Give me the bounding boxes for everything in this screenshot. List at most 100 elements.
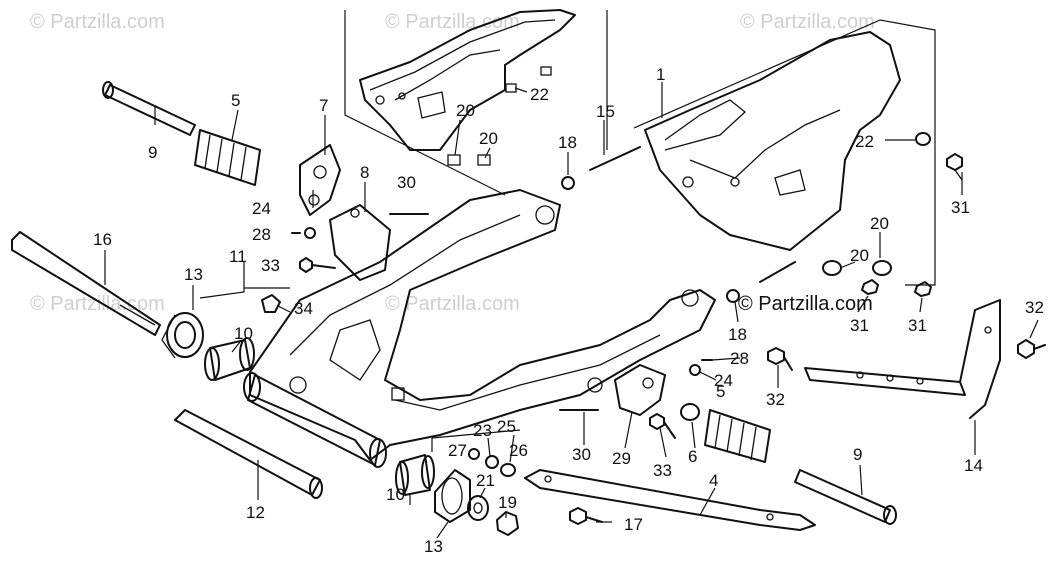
callout-13-upper: 13	[184, 265, 203, 284]
bracket-7	[299, 144, 341, 216]
callout-24-lower: 24	[714, 371, 733, 390]
nut-21	[467, 495, 489, 521]
callout-13-lower: 13	[424, 537, 443, 556]
bushing-10-lower	[395, 454, 435, 496]
callout-24-upper: 24	[252, 199, 271, 218]
callout-31-mid: 31	[850, 316, 869, 335]
watermark-top-right: © Partzilla.com	[740, 11, 875, 33]
footpeg-rubber-5-upper	[194, 129, 261, 186]
callout-31-top: 31	[951, 198, 970, 217]
callout-7: 7	[319, 96, 328, 115]
leader-lines	[104, 82, 1039, 539]
watermark-mid-left: © Partzilla.com	[30, 293, 165, 315]
callout-30-lower: 30	[572, 445, 591, 464]
washer-24-lower	[689, 364, 701, 376]
callout-25: 25	[497, 417, 516, 436]
callout-20-a: 20	[456, 101, 475, 120]
chain-case-group-box-r	[633, 19, 936, 286]
callout-12: 12	[246, 503, 265, 522]
footpeg-rubber-5-lower	[704, 409, 771, 463]
callout-33-upper: 33	[261, 256, 280, 275]
bolt-32-right	[1017, 339, 1046, 359]
bushing-10-upper	[204, 337, 255, 381]
bolts-31-lower	[861, 279, 932, 297]
washer-26	[500, 463, 516, 477]
callout-29: 29	[612, 449, 631, 468]
callout-20-c: 20	[870, 214, 889, 233]
nut-27	[468, 448, 480, 460]
bolt-17	[569, 507, 603, 525]
bracket-29	[614, 364, 666, 416]
pivot-tube	[243, 372, 387, 468]
callout-27: 27	[448, 441, 467, 460]
callout-9-lower: 9	[853, 445, 862, 464]
washer-22-right	[915, 132, 931, 146]
callout-32-left: 32	[766, 390, 785, 409]
callout-28-upper: 28	[252, 225, 271, 244]
callout-21: 21	[476, 471, 495, 490]
callout-19: 19	[498, 493, 517, 512]
washer-24-upper	[304, 227, 316, 239]
pivot-shaft-12	[174, 409, 323, 499]
small-nuts-upper	[447, 66, 552, 166]
callout-1: 1	[656, 65, 665, 84]
callout-22-right: 22	[855, 132, 874, 151]
footpeg-bar-9-upper	[102, 81, 196, 136]
callout-6: 6	[688, 447, 697, 466]
brace-4	[524, 469, 816, 531]
watermark-top-center: © Partzilla.com	[385, 11, 520, 33]
chain-case-group-box-left	[344, 10, 506, 196]
washer-18-lower	[726, 289, 740, 303]
swingarm	[249, 189, 716, 461]
fitting-34	[261, 294, 281, 313]
callout-18-upper: 18	[558, 133, 577, 152]
callout-17: 17	[624, 515, 643, 534]
watermark-mid-right: © Partzilla.com	[738, 293, 873, 315]
seal-13-upper	[161, 312, 204, 359]
callout-5-upper: 5	[231, 91, 240, 110]
bracket-8	[329, 204, 391, 281]
bolt-33-upper	[299, 257, 336, 273]
callout-20-d: 20	[850, 246, 869, 265]
axle-bolt-16	[11, 231, 161, 336]
callout-23: 23	[473, 421, 492, 440]
callout-28-lower: 28	[730, 349, 749, 368]
bolt-32-left	[767, 347, 793, 371]
callout-10-lower: 10	[386, 485, 405, 504]
callout-18-lower: 18	[728, 325, 747, 344]
chain-case	[644, 31, 901, 251]
callout-31-right: 31	[908, 316, 927, 335]
watermark-mid-center: © Partzilla.com	[385, 293, 520, 315]
callout-4: 4	[709, 471, 718, 490]
callout-30-upper: 30	[397, 173, 416, 192]
bolt-33-lower	[649, 413, 676, 439]
watermark-top-left: © Partzilla.com	[30, 11, 165, 33]
washer-23	[485, 455, 499, 469]
callouts: 1 4 5 5 6 7 8 9 9 10 10 11 12 13 13 14 1…	[93, 65, 1044, 556]
upper-chain-case	[359, 9, 576, 151]
bolt-31-top	[946, 153, 963, 181]
callout-34: 34	[294, 299, 313, 318]
washer-6	[680, 403, 700, 421]
screw-15-lower	[759, 261, 796, 283]
callout-33-lower: 33	[653, 461, 672, 480]
callout-8: 8	[360, 163, 369, 182]
callout-32-right: 32	[1025, 298, 1044, 317]
footpeg-bar-9-lower	[794, 469, 897, 525]
callout-5-lower: 5	[716, 382, 725, 401]
callout-26: 26	[509, 441, 528, 460]
callout-16: 16	[93, 230, 112, 249]
seal-13-lower	[434, 469, 471, 523]
callout-11: 11	[229, 247, 247, 266]
callout-9-upper: 9	[148, 143, 157, 162]
nut-19	[496, 511, 519, 536]
callout-10-upper: 10	[234, 324, 253, 343]
callout-14: 14	[964, 456, 983, 475]
footpeg-bar-14	[804, 299, 1001, 419]
screw-15	[589, 146, 641, 171]
washer-18-upper	[561, 176, 575, 190]
callout-20-b: 20	[479, 129, 498, 148]
callout-22-upper: 22	[530, 85, 549, 104]
